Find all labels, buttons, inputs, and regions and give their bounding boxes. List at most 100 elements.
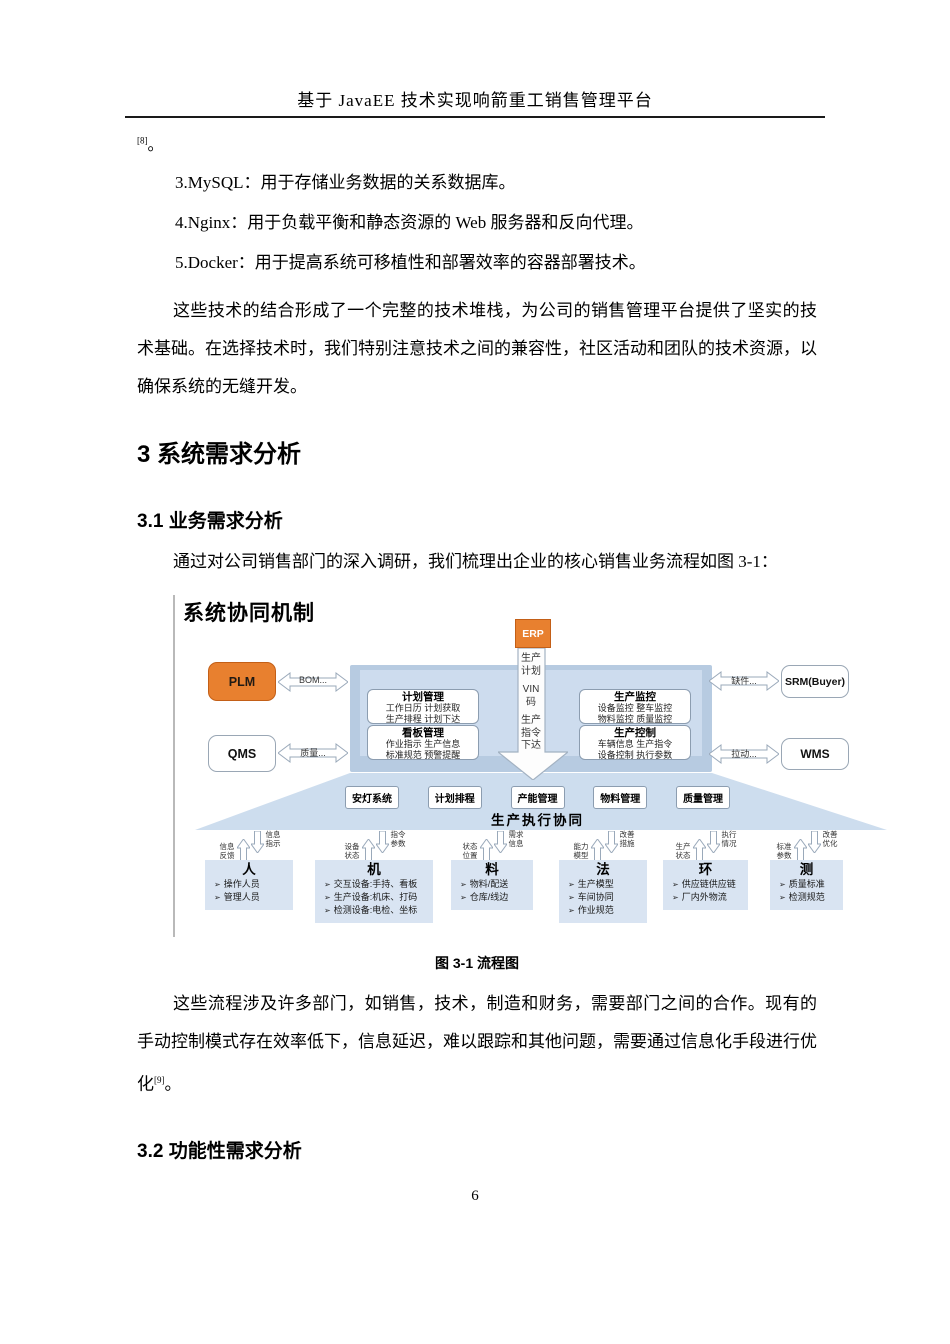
arrow-bullet-icon: ➢ [672,880,679,889]
erp-node: ERP [515,619,551,648]
arrows-huan: 生产状态 执行情况 [674,830,738,861]
execution-band: 安灯系统 计划排程 产能管理 物料管理 质量管理 生产执行协同 [195,773,887,830]
citation-8: [8] [137,135,148,146]
page-number: 6 [471,1188,479,1204]
arrow-bullet-icon: ➢ [324,906,331,915]
column-ji: 机 ➢交互设备:手持、看板 ➢生产设备:机床、打码 ➢检测设备:电检、坐标 [315,860,433,923]
arrows-ji: 设备状态 指令参数 [343,830,407,861]
erp-flow-order: 生产指令下达 [521,715,541,751]
page-header: 基于 JavaEE 技术实现响箭重工销售管理平台 [125,86,825,118]
module-quality: 质量管理 [676,786,730,809]
column-ren: 人 ➢操作人员 ➢管理人员 [205,860,293,910]
up-arrow-icon [590,839,604,861]
erp-flow-labels: 生产计划 VIN 码 生产指令下达 [517,653,545,759]
list-item: ➢质量标准 [779,879,825,889]
reference-tail: [8]。 [137,131,817,155]
up-arrow-icon [793,839,807,861]
arrow-bullet-icon: ➢ [779,880,786,889]
list-item-docker: 5.Docker：用于提高系统可移植性和部署效率的容器部署技术。 [175,253,646,272]
arrow-bullet-icon: ➢ [460,893,467,902]
tech-list: 3.MySQL：用于存储业务数据的关系数据库。 4.Nginx：用于负载平衡和静… [137,163,817,283]
paragraph-tech-stack: 这些技术的结合形成了一个完整的技术堆栈，为公司的销售管理平台提供了坚实的技术基础… [137,301,817,396]
arrow-bullet-icon: ➢ [324,880,331,889]
qms-node: QMS [208,735,276,772]
bom-arrow: BOM... [278,671,348,693]
srm-node: SRM(Buyer) [781,665,849,698]
card-plan-mgmt: 计划管理 工作日历 计划获取 生产排程 计划下达 [367,689,479,724]
module-material: 物料管理 [593,786,648,809]
section-heading-3-2: 3.2 功能性需求分析 [137,1140,302,1162]
card-prod-control: 生产控制 车辆信息 生产指令 设备控制 执行参数 [579,725,691,760]
arrow-bullet-icon: ➢ [324,893,331,902]
arrow-bullet-icon: ➢ [779,893,786,902]
shortage-arrow: 缺件... [709,670,779,692]
arrow-bullet-icon: ➢ [214,893,221,902]
column-huan: 环 ➢供应链供应链 ➢厂内外物流 [663,860,748,910]
list-item: ➢交互设备:手持、看板 [324,879,418,889]
list-item: ➢仓库/线边 [460,892,509,902]
page-content: [8]。 3.MySQL：用于存储业务数据的关系数据库。 4.Nginx：用于负… [137,131,887,1163]
intro-line: 通过对公司销售部门的深入调研，我们梳理出企业的核心销售业务流程如图 3-1： [173,552,778,571]
down-arrow-icon [493,831,507,853]
figure-title: 系统协同机制 [183,602,315,625]
paragraph-process: 这些流程涉及许多部门，如销售，技术，制造和财务，需要部门之间的合作。现有的手动控… [137,994,817,1094]
section-heading-3-1: 3.1 业务需求分析 [137,511,283,532]
column-fa: 法 ➢生产模型 ➢车间协同 ➢作业规范 [559,860,647,923]
arrow-bullet-icon: ➢ [672,893,679,902]
list-item: ➢生产模型 [568,879,614,889]
down-arrow-icon [706,831,720,853]
band-label: 生产执行协同 [491,813,584,828]
list-item: ➢管理人员 [214,892,260,902]
figure-caption: 图 3-1 流程图 [434,955,519,971]
citation-9: [9] [154,1075,165,1085]
arrows-ce: 标准参数 改善优化 [775,830,839,861]
double-arrow-icon [278,743,348,763]
arrow-bullet-icon: ➢ [460,880,467,889]
list-item-mysql: 3.MySQL：用于存储业务数据的关系数据库。 [175,173,516,192]
arrow-bullet-icon: ➢ [214,880,221,889]
erp-flow-plan: 生产计划 [521,653,541,677]
list-item: ➢物料/配送 [460,879,509,889]
column-ce: 测 ➢质量标准 ➢检测规范 [770,860,843,910]
double-arrow-icon [278,672,348,692]
list-item: ➢生产设备:机床、打码 [324,892,418,902]
plm-node: PLM [208,662,276,701]
arrow-bullet-icon: ➢ [568,893,575,902]
down-arrow-icon [250,831,264,853]
up-arrow-icon [692,839,706,861]
list-item: ➢车间协同 [568,892,614,902]
execution-modules: 安灯系统 计划排程 产能管理 物料管理 质量管理 [345,786,730,809]
arrow-bullet-icon: ➢ [568,906,575,915]
up-arrow-icon [479,839,493,861]
module-scheduling: 计划排程 [427,786,482,809]
down-arrow-icon [375,831,389,853]
list-item: ➢供应链供应链 [672,879,736,889]
pull-arrow: 拉动... [709,743,779,765]
wms-node: WMS [781,738,849,770]
card-prod-monitor: 生产监控 设备监控 整车监控 物料监控 质量监控 [579,689,691,724]
period: 。 [164,1074,182,1094]
up-arrow-icon [236,839,250,861]
list-item: ➢厂内外物流 [672,892,727,902]
arrows-liao: 状态位置 需求信息 [461,830,525,861]
erp-flow-vin: VIN 码 [522,684,540,708]
up-arrow-icon [361,839,375,861]
running-head-title: 基于 JavaEE 技术实现响箭重工销售管理平台 [297,91,653,110]
list-item: ➢检测规范 [779,892,825,902]
module-andon: 安灯系统 [345,786,399,809]
module-capacity: 产能管理 [510,786,565,809]
arrows-fa: 能力模型 改善措施 [572,830,636,861]
quality-arrow: 质量... [278,742,348,764]
section-heading-3: 3 系统需求分析 [137,441,302,468]
arrows-ren: 信息反馈 信息指示 [218,830,282,861]
figure-3-1: 系统协同机制 ERP 生产计划 VIN 码 生产指令下达 计划管理 工作日历 计… [173,595,887,937]
column-liao: 料 ➢物料/配送 ➢仓库/线边 [451,860,533,910]
period: 。 [147,137,164,154]
down-arrow-icon [604,831,618,853]
list-item: ➢作业规范 [568,905,614,915]
list-item: ➢检测设备:电检、坐标 [324,905,418,915]
double-arrow-icon [709,744,779,764]
card-kanban-mgmt: 看板管理 作业指示 生产信息 标准规范 预警提醒 [367,725,479,760]
list-item: ➢操作人员 [214,879,260,889]
